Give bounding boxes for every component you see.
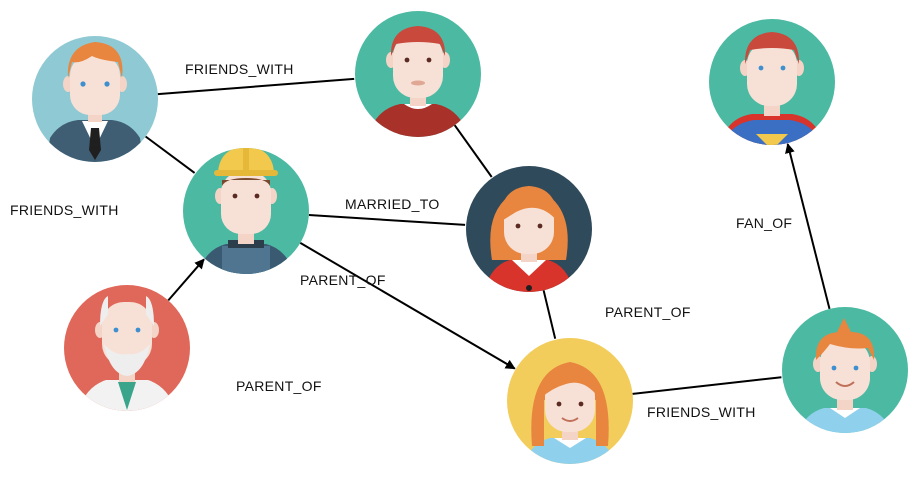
edge-woman-girl <box>542 290 557 339</box>
edge-label-woman-girl: PARENT_OF <box>605 304 691 320</box>
edge-bald-man-woman <box>453 124 493 178</box>
node-woman[interactable] <box>466 166 592 300</box>
edge-label-grandpa-worker: PARENT_OF <box>236 378 322 394</box>
edge-label-girl-boy: FRIENDS_WITH <box>647 404 756 420</box>
edge-girl-boy <box>632 376 782 395</box>
edge-label-worker-woman: MARRIED_TO <box>345 196 440 212</box>
edge-worker-girl <box>299 242 516 370</box>
edge-label-worker-girl: PARENT_OF <box>300 272 386 288</box>
edge-businessman-bald-man <box>157 77 355 96</box>
red-haired-woman-icon <box>482 186 576 292</box>
edge-boy-superhero <box>785 143 831 310</box>
edge-label-businessman-worker: FRIENDS_WITH <box>10 202 119 218</box>
edge-grandpa-worker <box>167 258 205 302</box>
edge-businessman-worker <box>145 135 196 174</box>
edge-label-boy-superhero: FAN_OF <box>736 215 793 231</box>
edge-label-businessman-bald-man: FRIENDS_WITH <box>185 61 294 77</box>
superhero-icon <box>718 32 826 145</box>
node-boy[interactable] <box>782 307 908 440</box>
node-grandpa[interactable] <box>64 285 190 420</box>
node-girl[interactable] <box>507 338 633 470</box>
edge-worker-woman <box>308 214 466 226</box>
node-superhero[interactable] <box>709 19 835 152</box>
node-bald-man[interactable] <box>355 11 481 145</box>
node-businessman[interactable] <box>32 36 158 170</box>
